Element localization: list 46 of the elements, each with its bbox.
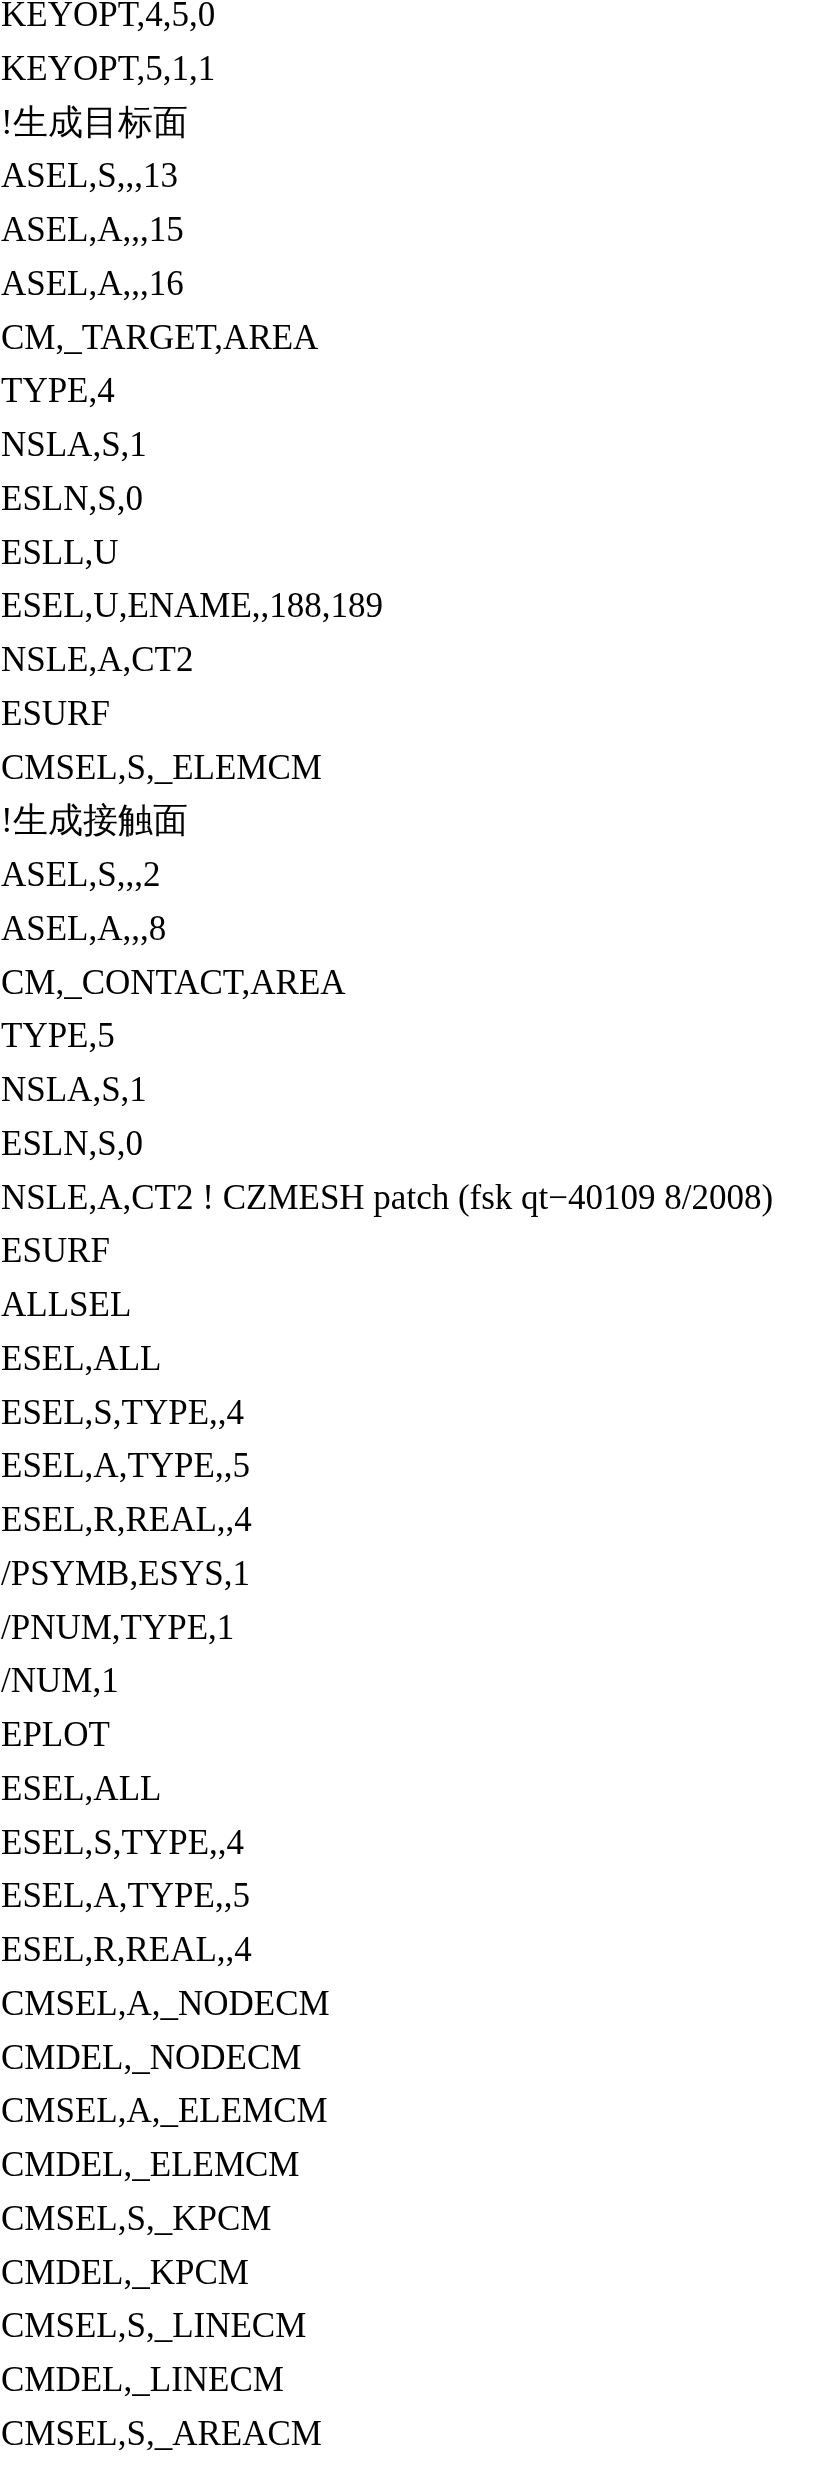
- code-line: ESEL,A,TYPE,,5: [1, 1445, 250, 1488]
- code-line: KEYOPT,5,1,1: [1, 47, 216, 90]
- code-line: CMSEL,S,_ELEMCM: [1, 746, 322, 789]
- code-line: CM,_CONTACT,AREA: [1, 961, 346, 1004]
- code-line: !生成目标面: [1, 101, 188, 144]
- code-line: ESEL,R,REAL,,4: [1, 1499, 252, 1541]
- code-line: CMDEL,_KPCM: [1, 2251, 249, 2294]
- code-line: ASEL,A,,,15: [1, 209, 184, 251]
- code-line: ASEL,A,,,16: [1, 262, 184, 305]
- code-line: CMSEL,A,_NODECM: [1, 1982, 330, 2025]
- code-line: NSLA,S,1: [1, 424, 147, 466]
- code-line: NSLE,A,CT2: [1, 639, 194, 681]
- code-line: CMDEL,_ELEMCM: [1, 2144, 300, 2186]
- code-line: CMDEL,_LINECM: [1, 2359, 284, 2401]
- code-line: ESLN,S,0: [1, 1122, 143, 1165]
- code-line: CM,_TARGET,AREA: [1, 316, 319, 359]
- code-line: ALLSEL: [1, 1284, 132, 1326]
- code-line: ESEL,ALL: [1, 1337, 162, 1380]
- code-line: ESURF: [1, 692, 110, 735]
- code-line: /PSYMB,ESYS,1: [1, 1552, 250, 1595]
- code-line: EPLOT: [1, 1714, 110, 1756]
- code-line: CMSEL,S,_AREACM: [1, 2412, 322, 2455]
- code-line: NSLA,S,1: [1, 1069, 147, 1111]
- code-line: TYPE,5: [1, 1015, 115, 1058]
- code-line: ESEL,ALL: [1, 1767, 162, 1810]
- code-line: CMSEL,S,_KPCM: [1, 2197, 272, 2240]
- code-line: CMSEL,S,_LINECM: [1, 2305, 307, 2348]
- code-line: ESEL,S,TYPE,,4: [1, 1391, 245, 1434]
- code-line: KEYOPT,4,5,0: [1, 0, 216, 36]
- code-line: /PNUM,TYPE,1: [1, 1606, 235, 1649]
- code-line: ESLL,U: [1, 531, 119, 574]
- code-line: ESEL,A,TYPE,,5: [1, 1875, 250, 1918]
- code-line: ASEL,A,,,8: [1, 907, 167, 950]
- code-line: ESEL,R,REAL,,4: [1, 1929, 252, 1971]
- code-line: NSLE,A,CT2 ! CZMESH patch (fsk qt−40109 8/2008): [1, 1176, 774, 1219]
- code-line: ESEL,S,TYPE,,4: [1, 1821, 245, 1864]
- code-line: ESLN,S,0: [1, 477, 143, 520]
- code-line: CMDEL,_NODECM: [1, 2036, 302, 2079]
- code-line: TYPE,4: [1, 370, 115, 413]
- code-line: ASEL,S,,,2: [1, 854, 161, 896]
- code-line: CMSEL,A,_ELEMCM: [1, 2090, 328, 2133]
- code-line: ASEL,S,,,13: [1, 155, 178, 198]
- code-line: ESURF: [1, 1230, 110, 1273]
- code-line: /NUM,1: [1, 1660, 119, 1703]
- code-line: ESEL,U,ENAME,,188,189: [1, 585, 384, 628]
- code-line: !生成接触面: [1, 800, 188, 843]
